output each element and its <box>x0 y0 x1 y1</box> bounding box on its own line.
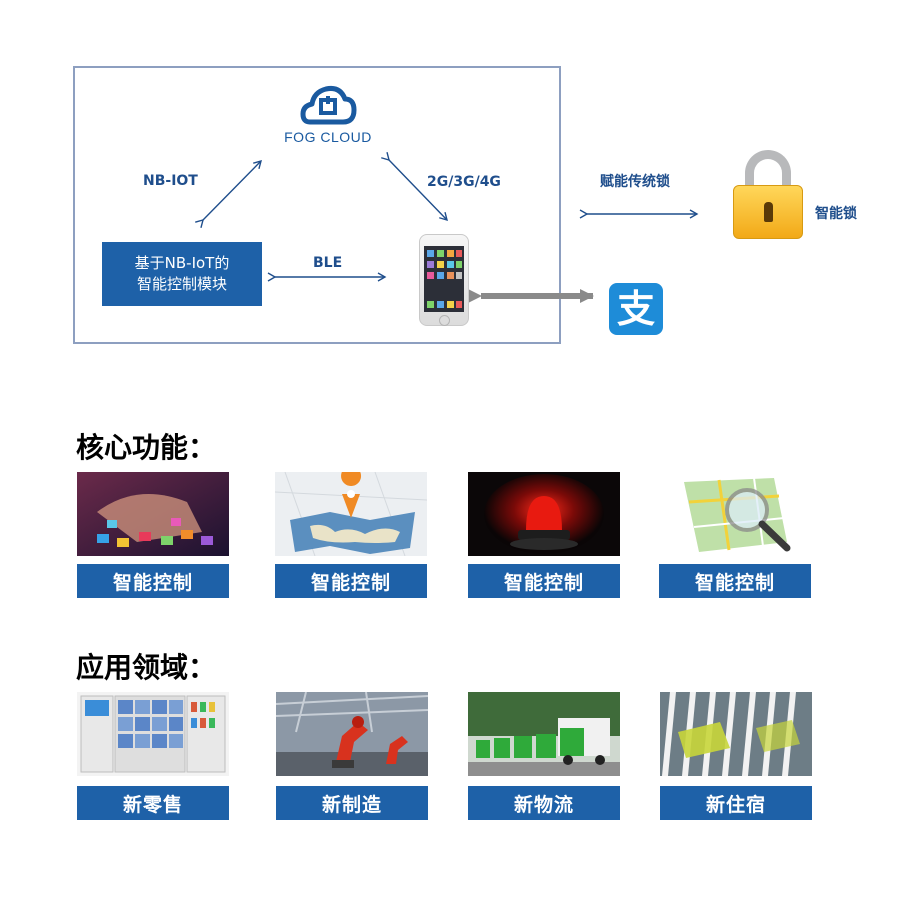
core-functions-title: 核心功能： <box>76 431 217 464</box>
cellular-label: 2G/3G/4G <box>427 174 501 190</box>
map-pin-photo <box>275 472 427 556</box>
cloud-label: FOG CLOUD <box>284 129 372 145</box>
keyhole-icon <box>764 202 773 222</box>
ble-label: BLE <box>313 255 343 271</box>
map-magnifier-photo <box>659 472 811 556</box>
diagram-arrows <box>195 86 699 303</box>
application-fields-title: 应用领域： <box>76 651 217 684</box>
vending-image <box>77 692 229 776</box>
building-facade-photo <box>660 692 812 776</box>
red-alarm-light-photo <box>468 472 620 556</box>
nbiot-arrow <box>195 159 262 228</box>
map-magnifier-image <box>659 472 811 556</box>
phone-home-button <box>439 315 450 326</box>
touch-apps-photo <box>77 472 229 556</box>
red-alarm-image <box>468 472 620 556</box>
nbiot-label: NB-IOT <box>143 173 198 189</box>
core-card-label-3: 智能控制 <box>468 564 620 598</box>
empower-label: 赋能传统锁 <box>600 174 670 190</box>
factory-image <box>276 692 428 776</box>
touch-apps-image <box>77 472 229 556</box>
trucks-image <box>468 692 620 776</box>
app-card-label-4: 新住宿 <box>660 786 812 820</box>
core-card-label-1: 智能控制 <box>77 564 229 598</box>
map-pin-image <box>275 472 427 556</box>
core-card-label-4: 智能控制 <box>659 564 811 598</box>
alipay-glyph: 支 <box>616 287 655 331</box>
app-card-label-1: 新零售 <box>77 786 229 820</box>
vending-machine-photo <box>77 692 229 776</box>
smart-lock-label: 智能锁 <box>815 206 857 222</box>
factory-robot-photo <box>276 692 428 776</box>
diagram-frame <box>73 66 561 344</box>
trucks-photo <box>468 692 620 776</box>
phone-screen <box>424 246 464 312</box>
building-image <box>660 692 812 776</box>
app-card-label-3: 新物流 <box>468 786 620 820</box>
fog-cloud-icon <box>300 86 357 125</box>
nbiot-module-box: 基于NB-IoT的 智能控制模块 <box>102 242 262 306</box>
app-card-label-2: 新制造 <box>276 786 428 820</box>
module-line1: 基于NB-IoT的 <box>134 254 230 272</box>
alipay-icon: 支 <box>609 283 663 335</box>
module-line2: 智能控制模块 <box>136 275 227 293</box>
lock-shackle <box>745 150 791 194</box>
app-grid-icon <box>427 250 462 308</box>
cellular-arrow <box>381 152 448 222</box>
core-card-label-2: 智能控制 <box>275 564 427 598</box>
